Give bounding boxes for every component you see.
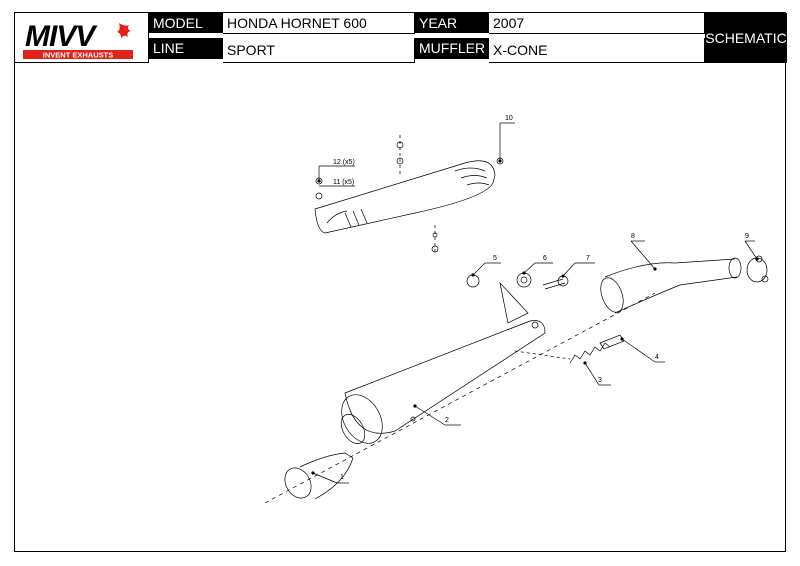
logo-tagline: INVENT EXHAUSTS xyxy=(43,51,113,60)
logo-wordmark: MIVV xyxy=(25,20,98,53)
leader-lines xyxy=(312,122,758,484)
callout-1: 1 xyxy=(340,474,344,481)
header-bar: MIVV INVENT EXHAUSTS MODEL HONDA HORNET … xyxy=(15,13,787,63)
callout-7: 7 xyxy=(586,255,590,262)
inlet-pipe-part xyxy=(264,292,656,504)
heat-shield-part xyxy=(314,135,504,255)
callout-3: 3 xyxy=(598,377,602,384)
callout-9: 9 xyxy=(745,233,749,240)
brand-logo: MIVV INVENT EXHAUSTS xyxy=(15,13,149,63)
line-value: SPORT xyxy=(223,38,415,63)
model-label: MODEL xyxy=(149,13,223,33)
callout-6: 6 xyxy=(543,255,547,262)
callout-4: 4 xyxy=(655,354,659,361)
spring-parts xyxy=(514,334,625,364)
callout-2: 2 xyxy=(445,417,449,424)
callout-12: 12 (x5) xyxy=(333,159,355,166)
tagline-band xyxy=(23,50,133,59)
callout-11: 11 (x5) xyxy=(333,179,354,186)
muffler-label: MUFFLER xyxy=(415,38,489,59)
bracket-parts xyxy=(466,272,569,324)
year-value: 2007 xyxy=(489,13,705,34)
muffler-value: X-CONE xyxy=(489,38,705,63)
line-label: LINE xyxy=(149,38,223,59)
callout-10: 10 xyxy=(505,115,513,122)
schematic-label: SCHEMATIC xyxy=(705,13,787,63)
exhaust-diagram: 1 2 3 4 5 6 7 8 9 10 11 (x5) 12 (x5) xyxy=(264,115,769,504)
logo-graphic: MIVV INVENT EXHAUSTS xyxy=(23,20,133,60)
silencer-body-part xyxy=(340,320,546,445)
callout-8: 8 xyxy=(631,233,635,240)
year-label: YEAR xyxy=(415,13,489,33)
schematic-sheet: MIVV INVENT EXHAUSTS MODEL HONDA HORNET … xyxy=(14,12,787,552)
model-value: HONDA HORNET 600 xyxy=(223,13,415,34)
link-pipe-part xyxy=(600,257,742,314)
flame-icon xyxy=(117,23,131,38)
callout-5: 5 xyxy=(493,255,497,262)
